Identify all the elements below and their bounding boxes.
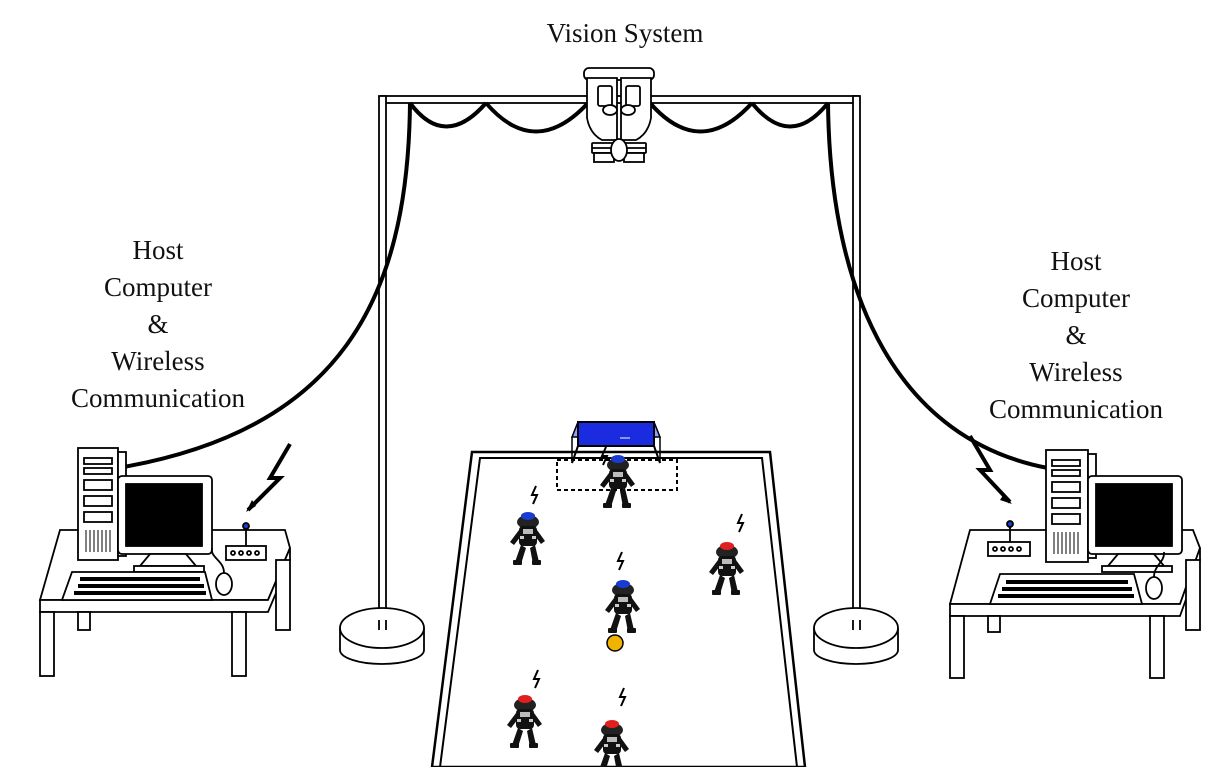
right-host-line-1: Host	[1050, 246, 1102, 276]
left-host-line-2: Computer	[104, 272, 212, 302]
robot-icon	[510, 512, 545, 565]
left-host-line-4: Wireless	[111, 346, 205, 376]
left-host-line-5: Communication	[71, 383, 245, 413]
keyboard-icon	[60, 571, 214, 601]
camera-gantry	[339, 95, 899, 665]
right-host-line-3: &	[1065, 320, 1087, 350]
vision-system-label: Vision System	[546, 18, 704, 48]
camera-icon	[583, 67, 655, 163]
computer-icon	[77, 447, 213, 573]
robot-icon	[600, 455, 635, 508]
robot-icon	[594, 720, 629, 772]
lightning-icon	[246, 442, 292, 512]
left-host-line-1: Host	[132, 235, 184, 265]
robot-icon	[709, 542, 744, 595]
lightning-icon	[968, 434, 1012, 504]
right-host-computer	[948, 449, 1201, 679]
right-host-line-5: Communication	[989, 394, 1163, 424]
right-host-label: Host Computer & Wireless Communication	[958, 243, 1194, 428]
goal-icon	[570, 421, 662, 464]
left-host-line-3: &	[147, 309, 169, 339]
mouse-icon	[1145, 576, 1163, 600]
computer-icon	[1045, 449, 1183, 573]
router-icon	[987, 520, 1031, 557]
right-host-line-2: Computer	[1022, 283, 1130, 313]
cables	[117, 101, 1049, 470]
right-host-line-4: Wireless	[1029, 357, 1123, 387]
gantry-base-right	[813, 607, 899, 665]
gantry-base-left	[339, 607, 425, 665]
left-host-label: Host Computer & Wireless Communication	[40, 232, 276, 417]
robot-icon	[507, 695, 542, 748]
router-icon	[225, 522, 267, 561]
mouse-icon	[215, 572, 233, 596]
robot-icon	[605, 580, 640, 633]
keyboard-icon	[988, 573, 1144, 605]
ball-icon	[606, 634, 624, 652]
left-host-computer	[38, 447, 291, 677]
